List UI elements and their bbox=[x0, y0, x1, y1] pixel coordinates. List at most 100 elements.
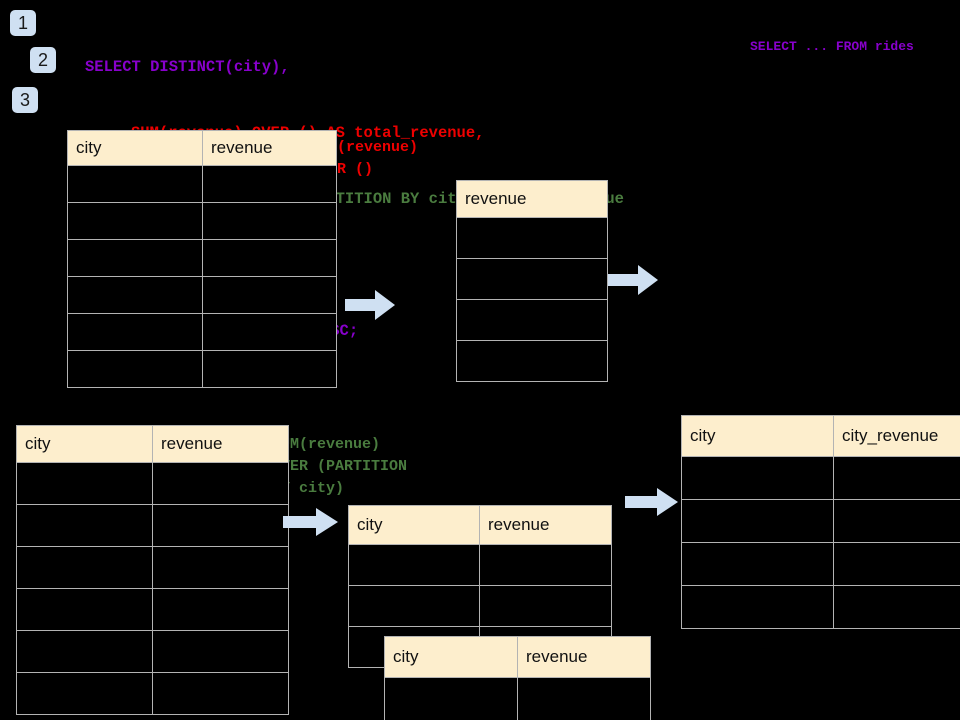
table-row bbox=[67, 350, 337, 388]
cell-city bbox=[16, 546, 153, 589]
table-row bbox=[681, 499, 960, 543]
step-badge-1-label: 1 bbox=[17, 13, 28, 33]
cell-city bbox=[67, 202, 203, 240]
table-row bbox=[16, 630, 289, 673]
cell-city bbox=[681, 585, 834, 629]
cell-city-revenue bbox=[833, 499, 960, 543]
table-row bbox=[348, 585, 612, 627]
table-final-result: city city_revenue bbox=[681, 415, 960, 629]
cell-city bbox=[67, 165, 203, 203]
table-row bbox=[456, 299, 608, 341]
table-total-revenue: revenue bbox=[456, 180, 608, 382]
cell-city bbox=[348, 544, 480, 586]
arrow-source-to-total bbox=[345, 290, 395, 320]
column-header-city-revenue: city_revenue bbox=[833, 415, 960, 457]
cell-revenue bbox=[202, 202, 337, 240]
step-badge-3-label: 3 bbox=[19, 90, 30, 110]
table-row bbox=[67, 276, 337, 314]
table-row bbox=[16, 588, 289, 631]
cell-city bbox=[16, 630, 153, 673]
table-row bbox=[16, 672, 289, 715]
table-row bbox=[348, 544, 612, 586]
cell-city bbox=[384, 677, 518, 720]
cell-city bbox=[681, 499, 834, 543]
cell-revenue bbox=[152, 546, 289, 589]
cell-revenue bbox=[152, 672, 289, 715]
table-source-rides-top: city revenue bbox=[67, 130, 337, 388]
column-header-city: city bbox=[16, 425, 153, 463]
cell-revenue bbox=[202, 313, 337, 351]
cell-revenue bbox=[202, 165, 337, 203]
cell-city bbox=[67, 313, 203, 351]
table-row bbox=[67, 313, 337, 351]
table-header-row: city revenue bbox=[16, 425, 289, 463]
table-source-rides-bottom: city revenue bbox=[16, 425, 289, 715]
table-row bbox=[456, 258, 608, 300]
table-row bbox=[67, 165, 337, 203]
column-header-city: city bbox=[681, 415, 834, 457]
table-row bbox=[16, 546, 289, 589]
cell-city bbox=[16, 462, 153, 505]
column-header-city: city bbox=[384, 636, 518, 678]
arrow-total-to-final bbox=[608, 265, 658, 295]
column-header-city: city bbox=[67, 130, 203, 166]
table-row bbox=[456, 217, 608, 259]
cell-city bbox=[348, 585, 480, 627]
table-row bbox=[16, 462, 289, 505]
cell-city bbox=[16, 504, 153, 547]
step-badge-1: 1 bbox=[10, 10, 36, 36]
table-row bbox=[67, 239, 337, 277]
cell-revenue bbox=[456, 217, 608, 259]
table-row bbox=[456, 340, 608, 382]
cell-city bbox=[16, 672, 153, 715]
table-header-row: revenue bbox=[456, 180, 608, 218]
column-header-revenue: revenue bbox=[456, 180, 608, 218]
cell-city bbox=[67, 239, 203, 277]
cell-revenue bbox=[479, 585, 612, 627]
cell-revenue bbox=[517, 677, 651, 720]
cell-revenue bbox=[152, 462, 289, 505]
table-header-row: city revenue bbox=[67, 130, 337, 166]
cell-revenue bbox=[202, 350, 337, 388]
side-note-select-from-rides: SELECT ... FROM rides bbox=[750, 39, 914, 54]
cell-revenue bbox=[479, 544, 612, 586]
cell-city-revenue bbox=[833, 585, 960, 629]
table-header-row: city city_revenue bbox=[681, 415, 960, 457]
cell-revenue bbox=[202, 276, 337, 314]
cell-revenue bbox=[152, 504, 289, 547]
cell-revenue bbox=[456, 340, 608, 382]
step-badge-3: 3 bbox=[12, 87, 38, 113]
annotation-over-partition: SUM(revenue) OVER (PARTITION BY city) bbox=[272, 436, 408, 497]
table-row bbox=[16, 504, 289, 547]
step-badge-2-label: 2 bbox=[37, 50, 48, 70]
arrow-partition-to-final bbox=[625, 488, 678, 516]
cell-city bbox=[67, 350, 203, 388]
cell-city bbox=[16, 588, 153, 631]
cell-city-revenue bbox=[833, 456, 960, 500]
table-row bbox=[681, 585, 960, 629]
cell-city bbox=[681, 542, 834, 586]
cell-revenue bbox=[202, 239, 337, 277]
table-header-row: city revenue bbox=[348, 505, 612, 545]
step-badge-2: 2 bbox=[30, 47, 56, 73]
column-header-revenue: revenue bbox=[479, 505, 612, 545]
cell-revenue bbox=[456, 299, 608, 341]
cell-revenue bbox=[456, 258, 608, 300]
cell-city bbox=[67, 276, 203, 314]
table-row bbox=[681, 456, 960, 500]
cell-revenue bbox=[152, 630, 289, 673]
cell-city bbox=[681, 456, 834, 500]
column-header-revenue: revenue bbox=[202, 130, 337, 166]
table-row bbox=[681, 542, 960, 586]
sql-line-1: SELECT DISTINCT(city), bbox=[85, 58, 290, 76]
table-header-row: city revenue bbox=[384, 636, 651, 678]
arrow-source-to-partition bbox=[283, 508, 338, 536]
column-header-revenue: revenue bbox=[517, 636, 651, 678]
table-row bbox=[67, 202, 337, 240]
column-header-city: city bbox=[348, 505, 480, 545]
cell-city-revenue bbox=[833, 542, 960, 586]
column-header-revenue: revenue bbox=[152, 425, 289, 463]
table-row bbox=[384, 677, 651, 720]
cell-revenue bbox=[152, 588, 289, 631]
